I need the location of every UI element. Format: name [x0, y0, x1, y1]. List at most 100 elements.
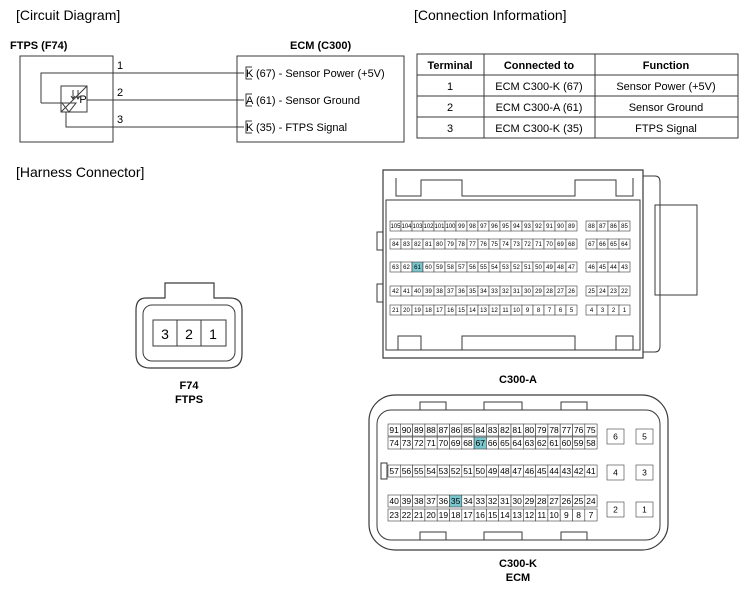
circuit-diagram — [19, 55, 405, 143]
ecm-box — [236, 55, 405, 143]
table-cell: Sensor Ground — [629, 102, 704, 114]
pin-number: 89 — [568, 224, 575, 230]
pin-number: 19 — [439, 510, 449, 520]
pin-number: 10 — [513, 308, 520, 314]
pin-number: 71 — [426, 438, 436, 448]
pin-number: 7 — [548, 308, 552, 314]
pin-number: 17 — [436, 308, 443, 314]
pin-cell — [635, 501, 654, 518]
pin-number: 18 — [425, 308, 432, 314]
pin-number: 9 — [526, 308, 530, 314]
pin-number: 59 — [436, 265, 443, 271]
pin-number: 29 — [525, 496, 535, 506]
pin-number: 98 — [469, 224, 476, 230]
pin-number: 14 — [469, 308, 476, 314]
pin-number: 16 — [447, 308, 454, 314]
table-cell: Sensor Power (+5V) — [616, 81, 715, 93]
pin-cell — [635, 428, 654, 445]
pin-number: 59 — [574, 438, 584, 448]
pin-number: 26 — [568, 289, 575, 295]
pin-number: 51 — [524, 265, 531, 271]
f74-label: F74 — [180, 380, 200, 392]
pin-number: 72 — [414, 438, 424, 448]
c300k-housing — [368, 394, 669, 551]
pin-cell — [565, 261, 578, 273]
pin-cell — [584, 436, 598, 450]
pin-number: 95 — [502, 224, 509, 230]
pin-number: 23 — [389, 510, 399, 520]
pin-number: 63 — [392, 265, 399, 271]
f74-connector — [135, 282, 243, 369]
pin-number: 58 — [447, 265, 454, 271]
sensor-symbol-label: P — [79, 94, 86, 106]
pin-number: 60 — [562, 438, 572, 448]
pin-cell — [635, 464, 654, 481]
pin-number: 20 — [403, 308, 410, 314]
pin-number: 47 — [512, 466, 522, 476]
pin-number: 75 — [586, 425, 596, 435]
pin-number: 13 — [480, 308, 487, 314]
ecm-pin-2-connector: A — [246, 95, 254, 107]
pin-number: 75 — [491, 242, 498, 248]
pin-number: 15 — [458, 308, 465, 314]
pin-number: 5 — [642, 432, 647, 442]
pin-number: 51 — [463, 466, 473, 476]
wire-1-number: 1 — [117, 60, 123, 72]
pin-number: 69 — [557, 242, 564, 248]
pin-number: 41 — [403, 289, 410, 295]
pin-number: 68 — [463, 438, 473, 448]
pin-number: 21 — [414, 510, 424, 520]
pin-number: 85 — [463, 425, 473, 435]
table-cell: ECM C300-K (67) — [495, 81, 582, 93]
pin-number: 48 — [557, 265, 564, 271]
pin-number: 42 — [574, 466, 584, 476]
pin-cell — [618, 285, 631, 297]
pin-number: 11 — [502, 308, 509, 314]
pin-number: 14 — [500, 510, 510, 520]
pin-number: 80 — [436, 242, 443, 248]
pin-cell — [618, 238, 631, 250]
section-circuit-diagram: [Circuit Diagram] — [16, 7, 120, 23]
wire-2 — [86, 99, 244, 103]
pin-number: 94 — [513, 224, 520, 230]
pin-cell — [606, 501, 625, 518]
pin-number: 39 — [425, 289, 432, 295]
pin-number: 45 — [599, 265, 606, 271]
pin-number: 57 — [389, 466, 399, 476]
pin-number: 44 — [549, 466, 559, 476]
c300a-label: C300-A — [499, 374, 537, 386]
pin-number: 52 — [451, 466, 461, 476]
f74-pin: 3 — [161, 326, 169, 342]
pin-number: 38 — [414, 496, 424, 506]
pin-number: 26 — [562, 496, 572, 506]
pin-number: 12 — [525, 510, 535, 520]
pin-number: 23 — [610, 289, 617, 295]
table-cell: ECM C300-K (35) — [495, 123, 582, 135]
pin-number: 90 — [402, 425, 412, 435]
pin-number: 54 — [491, 265, 498, 271]
pin-number: 35 — [469, 289, 476, 295]
pin-number: 83 — [403, 242, 410, 248]
pin-number: 76 — [574, 425, 584, 435]
pin-number: 88 — [588, 224, 595, 230]
pin-number: 40 — [414, 289, 421, 295]
pin-number: 80 — [525, 425, 535, 435]
pin-number: 31 — [500, 496, 510, 506]
pin-number: 67 — [588, 242, 595, 248]
pin-number: 52 — [513, 265, 520, 271]
pin-cell — [584, 423, 598, 437]
pin-number: 8 — [537, 308, 541, 314]
pin-cell — [606, 428, 625, 445]
pin-number: 43 — [562, 466, 572, 476]
pin-number: 44 — [610, 265, 617, 271]
pin-number: 28 — [537, 496, 547, 506]
pin-number: 90 — [557, 224, 564, 230]
table-cell: ECM C300-A (61) — [496, 102, 583, 114]
pin-number: 24 — [599, 289, 606, 295]
pin-number: 27 — [549, 496, 559, 506]
connection-table — [416, 53, 739, 139]
table-header-terminal: Terminal — [427, 60, 472, 72]
pin-number: 60 — [425, 265, 432, 271]
pin-number: 73 — [402, 438, 412, 448]
